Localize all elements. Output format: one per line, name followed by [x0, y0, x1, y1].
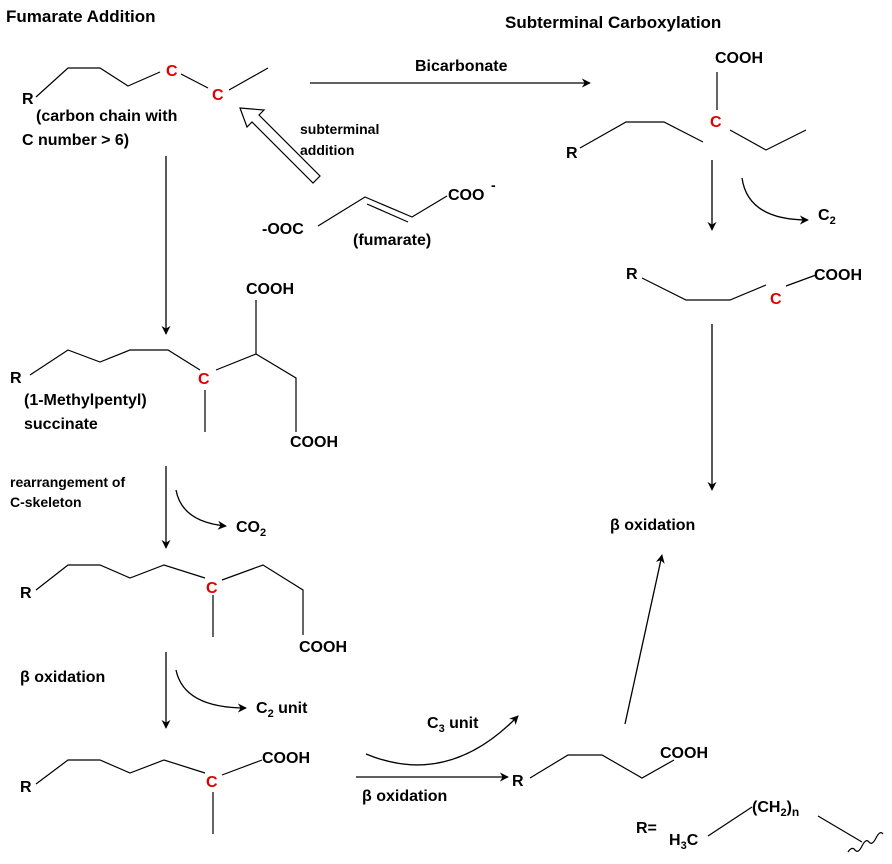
carboxylated-chain [579, 121, 704, 149]
cooh-group: COOH [814, 267, 862, 284]
fumarate-molecule: -OOC COO - (fumarate) [262, 177, 496, 249]
succinate-lower-branch [255, 353, 297, 432]
carbon-highlight: C [710, 114, 722, 131]
r-group: R [22, 91, 34, 108]
alkane-chain: R C C (carbon chain with C number > 6) [22, 63, 269, 149]
arrow-c2-release-right [741, 177, 809, 225]
carboxylation-c2-release: C2 [707, 160, 836, 231]
fumarate-charge: - [491, 177, 496, 193]
r-group: R [20, 779, 32, 796]
bottom-acid-bond [221, 759, 263, 776]
fumarate-name: (fumarate) [353, 232, 431, 249]
right-intermediate: R C COOH [626, 266, 862, 308]
rearrangement-label-line1: rearrangement of [10, 474, 125, 490]
c3-unit-label: C3 unit [427, 715, 479, 735]
r-group: R [10, 370, 22, 387]
succinate-upper-branch [215, 300, 257, 371]
chain-label-line2: C number > 6) [22, 132, 129, 149]
cooh-group: COOH [290, 434, 338, 451]
r-equals-label: R= [636, 820, 657, 837]
alkane-bond-right [228, 67, 269, 91]
rearranged-intermediate: R C COOH [20, 564, 347, 656]
r-group: R [512, 773, 524, 790]
co2-label: CO2 [236, 519, 266, 539]
carbon-highlight: C [206, 580, 218, 597]
carbon-highlight: C [206, 774, 218, 791]
subterminal-label-line1: subterminal [300, 121, 379, 137]
succinate-label-line2: succinate [24, 416, 98, 433]
r-def-bond-1 [707, 806, 753, 837]
r-group: R [566, 145, 578, 162]
ch2n-label: (CH2)n [752, 799, 799, 819]
beta-oxidation-label: β oxidation [362, 788, 447, 805]
succinate-label-line1: (1-Methylpentyl) [24, 392, 147, 409]
bottom-left-intermediate: R C COOH [20, 750, 310, 834]
carbon-highlight: C [166, 63, 178, 80]
cooh-group: COOH [299, 639, 347, 656]
wavy-bond-icon [847, 832, 884, 853]
rearranged-chain [35, 564, 206, 591]
arrow-c3-release [365, 715, 519, 766]
arrow-c2-release [175, 669, 247, 713]
succinate-chain [29, 349, 201, 376]
hollow-arrow-shape [239, 107, 321, 184]
right-intermediate-acid-bond [785, 274, 817, 287]
fumarate-right-group: COO [448, 187, 484, 204]
methylpentyl-succinate: R C COOH COOH (1-Methylpentyl) succinate [10, 281, 338, 451]
r-group: R [20, 585, 32, 602]
title-subterminal-carboxylation: Subterminal Carboxylation [505, 13, 721, 32]
carboxylated-tail [729, 129, 807, 151]
arrow-co2-release [175, 489, 227, 530]
bottom-right-acid: R COOH [512, 745, 708, 790]
beta-oxidation-step-1: β oxidation C2 unit [20, 652, 308, 729]
carbon-highlight: C [770, 291, 782, 308]
beta-oxidation-step-2: C3 unit β oxidation [356, 715, 519, 805]
carbon-highlight: C [198, 371, 210, 388]
bicarbonate-label: Bicarbonate [415, 58, 508, 75]
title-fumarate-addition: Fumarate Addition [6, 7, 156, 26]
c2-unit-label: C2 unit [256, 700, 308, 720]
bicarbonate-step: Bicarbonate [310, 58, 591, 88]
bottom-chain [35, 759, 206, 785]
r-group: R [626, 266, 638, 283]
fumarate-bonds [317, 195, 448, 227]
bottom-right-chain [529, 754, 675, 779]
c2-label: C2 [818, 207, 836, 227]
rearrangement-step: rearrangement of C-skeleton CO2 [10, 466, 266, 549]
arrow-to-beta-oxidation-final [624, 554, 665, 725]
beta-oxidation-final-label: β oxidation [610, 517, 695, 534]
r-definition: R= H3C (CH2)n [636, 799, 884, 853]
cooh-group: COOH [660, 745, 708, 762]
carbon-highlight: C [212, 87, 224, 104]
carboxylated-product: COOH R C [566, 50, 807, 162]
rearranged-acid-arm [221, 564, 304, 635]
cooh-group: COOH [262, 750, 310, 767]
fumarate-double-bond [366, 203, 409, 223]
chain-label-line1: (carbon chain with [36, 108, 177, 125]
r-def-bond-2 [817, 815, 863, 843]
cooh-group: COOH [246, 281, 294, 298]
fumarate-left-group: -OOC [262, 221, 304, 238]
subterminal-label-line2: addition [300, 142, 354, 158]
alkane-bonds-left [35, 67, 161, 98]
h3c-label: H3C [669, 832, 699, 852]
beta-oxidation-label: β oxidation [20, 669, 105, 686]
right-intermediate-chain [641, 277, 767, 301]
cooh-group: COOH [715, 50, 763, 67]
rearrangement-label-line2: C-skeleton [10, 494, 82, 510]
alkane-bond-mid [180, 73, 209, 89]
subterminal-addition-arrow: subterminal addition [239, 107, 379, 184]
